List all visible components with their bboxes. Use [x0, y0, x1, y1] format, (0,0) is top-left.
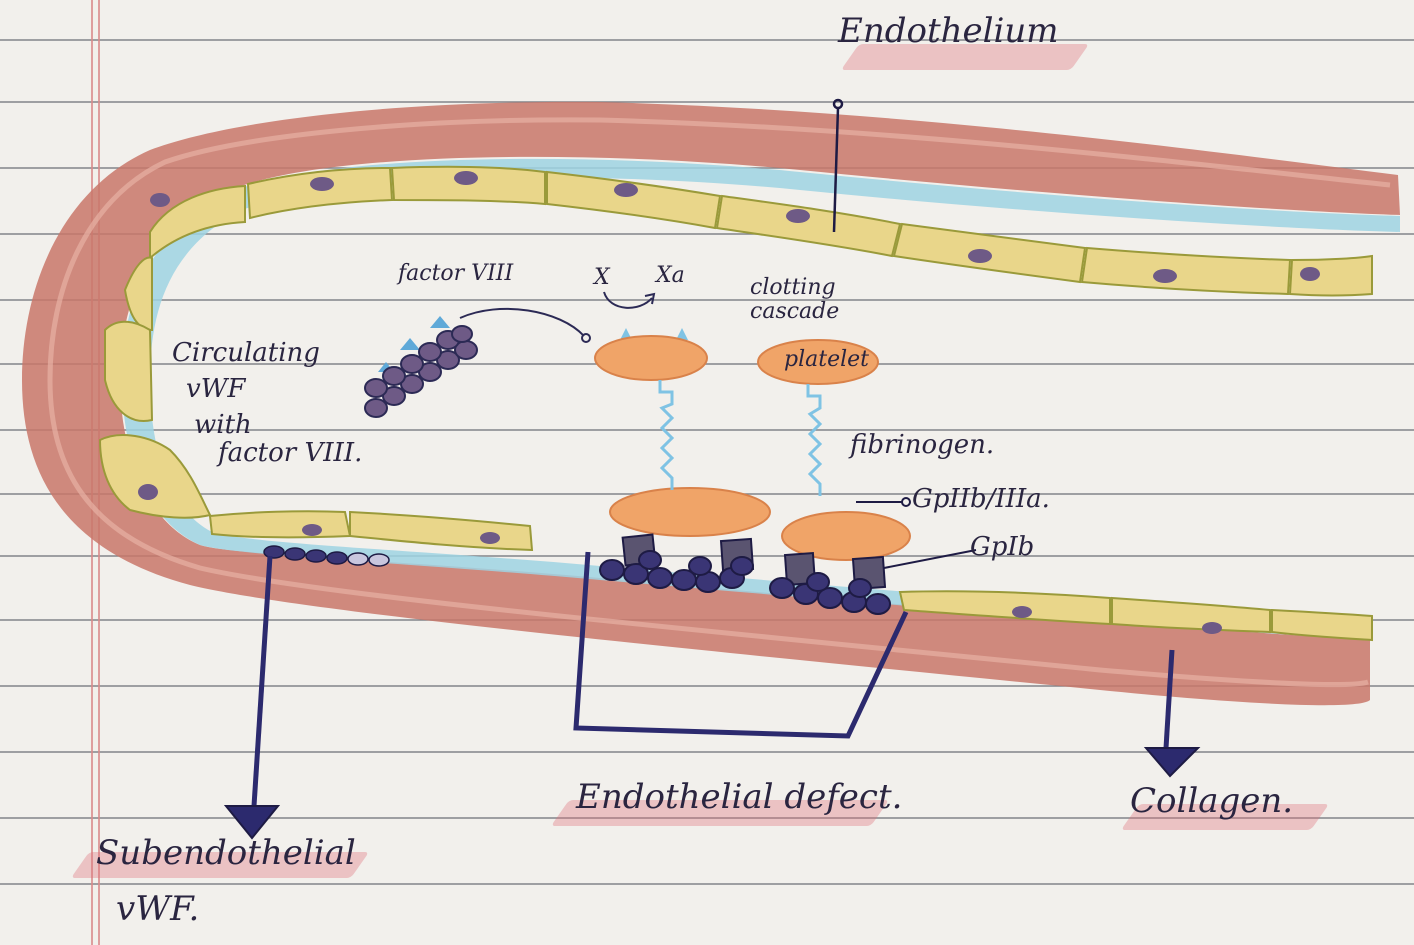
clotting-cascade-label-1: clotting	[750, 276, 836, 299]
circulating-vwf-label-2: vWF	[186, 376, 245, 403]
circulating-vwf-factor-viii	[365, 309, 590, 417]
circulating-vwf-label-1: Circulating	[172, 340, 320, 367]
circulating-vwf-label-3: with	[194, 412, 252, 439]
fibrinogen-label: fibrinogen.	[850, 432, 994, 459]
factor-viii-label: factor VIII	[398, 262, 513, 285]
clotting-cascade-label-2: cascade	[750, 300, 839, 323]
gpiib-iiia-pointer	[856, 498, 910, 506]
platelet-label: platelet	[784, 348, 869, 371]
subendothelial-vwf-label-2: vWF.	[116, 892, 199, 928]
gpiib-iiia-label: GpIIb/IIIa.	[912, 486, 1050, 513]
collagen-label: Collagen.	[1130, 784, 1293, 820]
endothelium-label: Endothelium	[838, 14, 1059, 50]
fibrinogen-chains	[660, 380, 820, 496]
circulating-vwf-label-4: factor VIII.	[218, 440, 362, 467]
gpib-pointer	[884, 550, 976, 568]
endothelial-defect-label: Endothelial defect.	[576, 780, 902, 816]
gpib-label: GpIb	[970, 534, 1034, 561]
factor-x-label: X	[594, 266, 610, 289]
subendothelial-vwf-label-1: Subendothelial	[96, 836, 356, 872]
factor-xa-label: Xa	[656, 264, 685, 287]
